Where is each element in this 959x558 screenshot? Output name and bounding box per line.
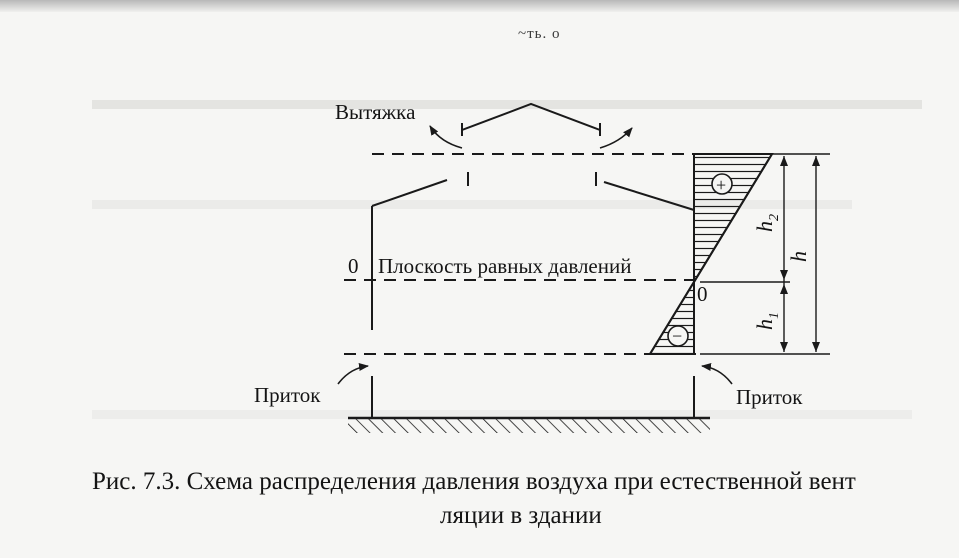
inflow-left-label: Приток bbox=[254, 383, 321, 407]
plus-sign: + bbox=[716, 175, 726, 195]
plane-label: Плоскость равных давлений bbox=[378, 254, 631, 278]
figure-caption-line1: Рис. 7.3. Схема распределения давления в… bbox=[92, 468, 856, 495]
plus-circle bbox=[711, 173, 733, 195]
plane-zero-label: 0 bbox=[348, 254, 359, 278]
zero-right-label: 0 bbox=[697, 282, 708, 306]
h-label: h bbox=[786, 251, 811, 262]
inflow-arrows bbox=[337, 363, 733, 385]
dimension-lines bbox=[700, 153, 830, 355]
scan-mark: ~ть. о bbox=[518, 26, 561, 42]
ground bbox=[348, 416, 710, 433]
pressure-diagram bbox=[648, 153, 774, 355]
bleed-through-text bbox=[92, 200, 852, 209]
h1-label: h 1 bbox=[752, 312, 782, 330]
minus-sign: − bbox=[672, 326, 682, 346]
building-outline bbox=[371, 154, 695, 418]
bleed-through-text bbox=[92, 410, 912, 419]
exhaust-arrows bbox=[429, 125, 633, 149]
svg-text:h: h bbox=[752, 221, 777, 232]
figure-caption-line2: ляции в здании bbox=[440, 502, 602, 529]
minus-circle bbox=[667, 325, 689, 347]
roof-canopy bbox=[461, 102, 601, 136]
bleed-through-text bbox=[92, 100, 922, 109]
inflow-right-label: Приток bbox=[736, 385, 803, 409]
h2-label: h 2 bbox=[752, 214, 782, 232]
svg-text:1: 1 bbox=[767, 312, 782, 319]
svg-text:2: 2 bbox=[767, 214, 782, 221]
svg-text:h: h bbox=[752, 319, 777, 330]
svg-text:h: h bbox=[786, 251, 811, 262]
exhaust-label: Вытяжка bbox=[335, 100, 416, 124]
scan-top-edge bbox=[0, 0, 959, 12]
